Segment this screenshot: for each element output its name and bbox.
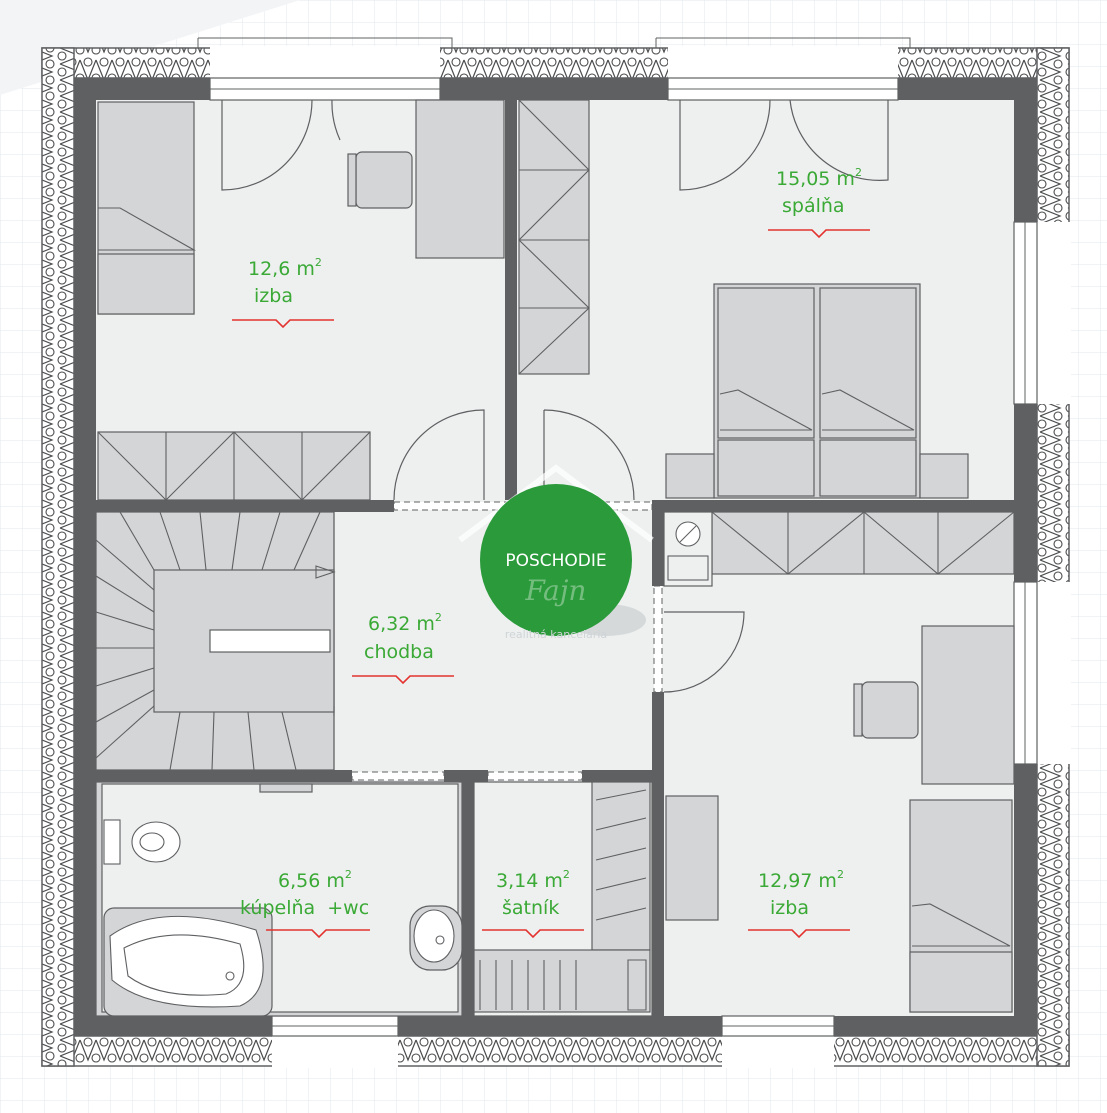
- room-label-izba-2: 12,97 m2 izba: [758, 868, 844, 919]
- svg-text:3,14 m2: 3,14 m2: [496, 868, 570, 892]
- badge-title: POSCHODIE: [505, 551, 606, 571]
- badge-subtitle: realitná kancelária: [505, 628, 607, 641]
- floor-badge: POSCHODIE Fajn realitná kancelária: [458, 464, 654, 641]
- room-label-satnik: 3,14 m2 šatník: [496, 868, 570, 919]
- room-label-izba-1: 12,6 m2 izba: [248, 256, 322, 307]
- svg-text:6,32 m2: 6,32 m2: [368, 611, 442, 635]
- room-name-izba-1: izba: [254, 285, 293, 307]
- room-label-chodba: 6,32 m2 chodba: [364, 611, 442, 663]
- room-name-kupelna: kúpelňa +wc: [240, 897, 369, 919]
- room-label-kupelna: 6,56 m2 kúpelňa +wc: [240, 868, 369, 919]
- room-name-spalna: spálňa: [782, 195, 845, 217]
- svg-text:12,97 m2: 12,97 m2: [758, 868, 844, 892]
- badge-circle: [480, 484, 632, 636]
- room-markers: [232, 229, 870, 939]
- svg-text:6,56 m2: 6,56 m2: [278, 868, 352, 892]
- svg-text:15,05 m2: 15,05 m2: [776, 166, 862, 190]
- furniture: [95, 99, 1015, 1017]
- room-name-izba-2: izba: [770, 897, 809, 919]
- room-name-chodba: chodba: [364, 641, 434, 663]
- wall-insulation: [41, 46, 1071, 1068]
- walls: [74, 78, 1037, 1036]
- room-name-satnik: šatník: [502, 897, 559, 919]
- room-label-spalna: 15,05 m2 spálňa: [776, 166, 862, 217]
- svg-text:12,6 m2: 12,6 m2: [248, 256, 322, 280]
- badge-logo: Fajn: [525, 574, 587, 607]
